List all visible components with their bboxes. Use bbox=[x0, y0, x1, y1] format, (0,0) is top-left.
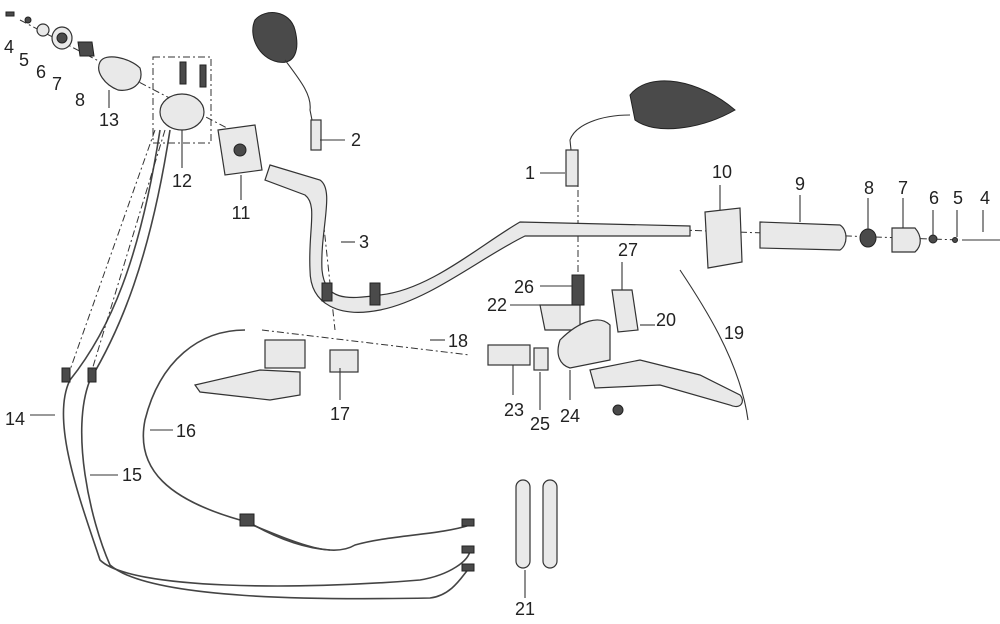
callout-11[interactable]: 11 bbox=[231, 203, 251, 223]
handlebar bbox=[264, 164, 691, 313]
callout-8-right[interactable]: 8 bbox=[863, 178, 875, 198]
callout-7-left[interactable]: 7 bbox=[51, 74, 63, 94]
callout-20[interactable]: 20 bbox=[655, 310, 677, 330]
cable-end-fittings bbox=[61, 367, 475, 572]
callout-7-right[interactable]: 7 bbox=[897, 178, 909, 198]
callout-6-left[interactable]: 6 bbox=[35, 62, 47, 82]
callout-21[interactable]: 21 bbox=[514, 599, 536, 619]
callout-19[interactable]: 19 bbox=[723, 323, 745, 343]
throttle-cables bbox=[62, 129, 471, 600]
callout-23[interactable]: 23 bbox=[503, 400, 525, 420]
callout-10[interactable]: 10 bbox=[711, 162, 733, 182]
brake-master-cylinder bbox=[193, 339, 359, 401]
callout-leaders bbox=[30, 90, 984, 598]
callout-25[interactable]: 25 bbox=[529, 414, 551, 434]
callout-9[interactable]: 9 bbox=[794, 174, 806, 194]
callout-14[interactable]: 14 bbox=[4, 409, 26, 429]
callout-5-left[interactable]: 5 bbox=[18, 50, 30, 70]
left-mirror bbox=[252, 12, 322, 151]
callout-2[interactable]: 2 bbox=[350, 130, 362, 150]
callout-12[interactable]: 12 bbox=[171, 171, 193, 191]
cable-straps bbox=[515, 479, 558, 569]
clutch-lever-assembly bbox=[487, 269, 749, 421]
callout-16[interactable]: 16 bbox=[175, 421, 197, 441]
callout-4-left[interactable]: 4 bbox=[3, 37, 15, 57]
throttle-housing bbox=[159, 61, 207, 131]
callout-4-right[interactable]: 4 bbox=[979, 188, 991, 208]
callout-27[interactable]: 27 bbox=[617, 240, 639, 260]
callout-1[interactable]: 1 bbox=[524, 163, 536, 183]
callout-26[interactable]: 26 bbox=[513, 277, 535, 297]
callout-17[interactable]: 17 bbox=[329, 404, 351, 424]
right-mirror bbox=[565, 80, 736, 187]
left-switch-housing bbox=[217, 124, 263, 176]
callout-22[interactable]: 22 bbox=[486, 295, 508, 315]
callout-15[interactable]: 15 bbox=[121, 465, 143, 485]
callout-6-right[interactable]: 6 bbox=[928, 188, 940, 208]
right-grip-parts bbox=[759, 221, 1000, 253]
callout-8-left[interactable]: 8 bbox=[74, 90, 86, 110]
callout-13[interactable]: 13 bbox=[98, 110, 120, 130]
assembly-leader-lines bbox=[19, 19, 961, 371]
callout-18[interactable]: 18 bbox=[447, 331, 469, 351]
callout-5-right[interactable]: 5 bbox=[952, 188, 964, 208]
right-switch-housing bbox=[704, 207, 743, 269]
callout-24[interactable]: 24 bbox=[559, 406, 581, 426]
left-grip-parts bbox=[5, 11, 142, 91]
callout-3[interactable]: 3 bbox=[358, 232, 370, 252]
